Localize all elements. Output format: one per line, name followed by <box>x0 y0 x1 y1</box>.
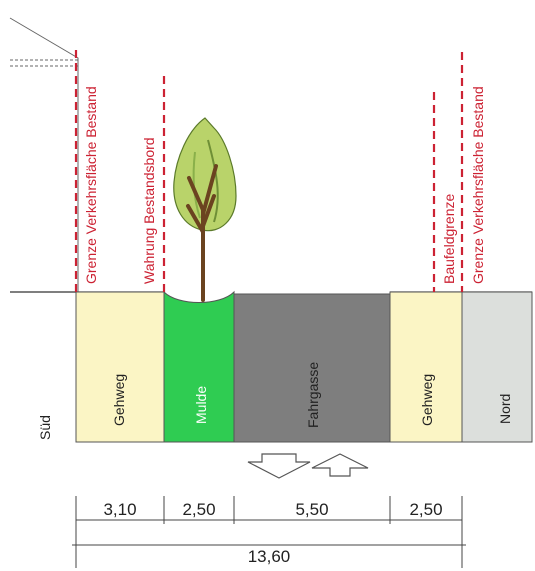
building-outline <box>9 17 79 293</box>
label-gehweg-right: Gehweg <box>419 374 435 426</box>
arrow-down-icon <box>247 453 311 479</box>
boundary-lines <box>74 50 464 292</box>
label-nord: Nord <box>497 394 513 424</box>
label-grenze-left: Grenze Verkehrsfläche Bestand <box>83 86 99 284</box>
dim-total: 13,60 <box>248 547 291 566</box>
dim-fahrgasse: 5,50 <box>295 500 328 519</box>
dim-mulde: 2,50 <box>182 500 215 519</box>
arrow-up-icon <box>311 453 369 477</box>
label-wahrung: Wahrung Bestandsbord <box>141 137 157 284</box>
tree-icon <box>173 117 237 302</box>
label-baufeld: Baufeldgrenze <box>441 193 457 284</box>
label-gehweg-left: Gehweg <box>111 374 127 426</box>
label-sued: Süd <box>37 415 53 440</box>
label-mulde: Mulde <box>193 386 209 424</box>
traffic-arrows <box>247 453 369 479</box>
dim-gehweg-right: 2,50 <box>409 500 442 519</box>
label-fahrgasse: Fahrgasse <box>305 362 321 428</box>
dim-gehweg-left: 3,10 <box>103 500 136 519</box>
label-grenze-right: Grenze Verkehrsfläche Bestand <box>470 86 486 284</box>
dimension-lines <box>72 496 466 568</box>
nord-zone <box>461 291 533 443</box>
gehweg-left-zone <box>75 291 165 443</box>
